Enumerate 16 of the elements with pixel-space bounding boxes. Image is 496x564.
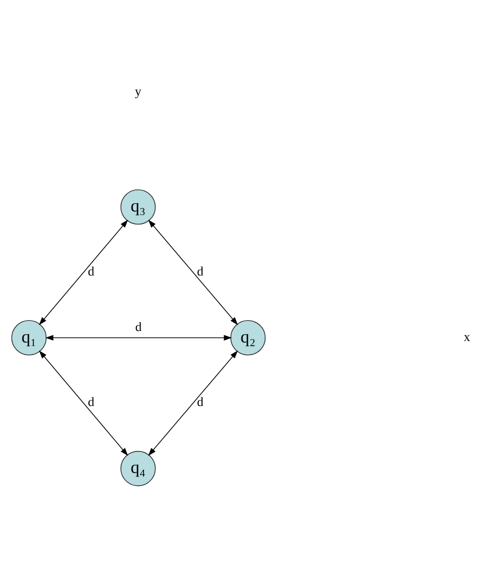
edge-label: d [197, 395, 204, 410]
arrow [45, 334, 232, 341]
edge-label: d [135, 320, 142, 334]
label: y [134, 84, 142, 99]
label: x [464, 330, 470, 344]
arrow [148, 220, 238, 326]
node-circle: q₁ [11, 320, 47, 356]
node-circle: q₃ [120, 189, 156, 225]
arrow [39, 220, 128, 326]
edge-label: d [197, 264, 204, 278]
node-circle: q₄ [120, 450, 156, 486]
edge-label: d [88, 264, 94, 278]
edge-label: d [88, 395, 94, 410]
arrow [148, 350, 238, 456]
node-circle: q₂ [230, 320, 266, 356]
arrow [39, 350, 128, 456]
